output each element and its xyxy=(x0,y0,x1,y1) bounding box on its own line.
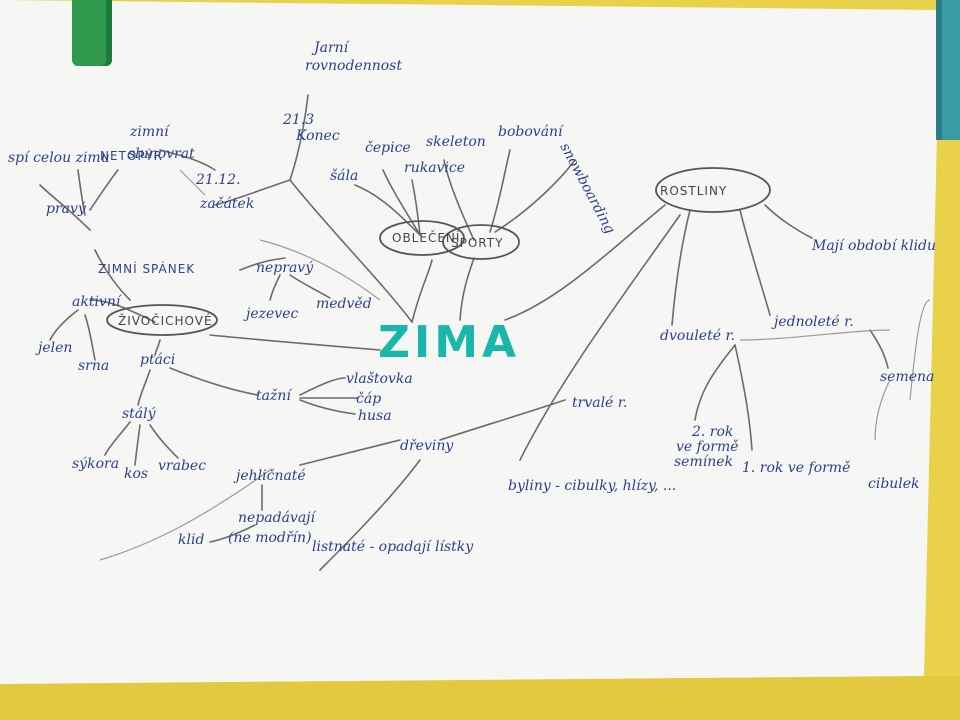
node-byliny: byliny - cibulky, hlízy, ... xyxy=(508,478,676,494)
node-date-end: 21.3 xyxy=(282,112,314,128)
node-konec: Konec xyxy=(295,128,340,144)
node-cepice: čepice xyxy=(365,140,411,156)
node-jelen: jelen xyxy=(35,340,72,356)
node-nemodrin: (ne modřín) xyxy=(228,530,312,546)
node-spi-celou-zimu: spí celou zimu xyxy=(8,150,110,166)
node-skeleton: skeleton xyxy=(426,134,486,150)
center-node-zima: ZIMA xyxy=(378,317,520,368)
node-oval-obleceni xyxy=(379,220,465,256)
node-dvoulete: dvouleté r. xyxy=(660,328,735,344)
node-aktivni: aktivní xyxy=(72,294,122,310)
node-obleceni: OBLEČENÍ xyxy=(392,230,460,245)
node-nepadavaji: nepadávají xyxy=(238,510,317,526)
node-oval-sporty xyxy=(442,224,520,260)
node-sala: šála xyxy=(330,168,358,184)
node-semena: semena xyxy=(880,369,934,385)
node-maji-obdobi-klidu: Mají období klidu xyxy=(811,238,936,254)
node-dreviny: dřeviny xyxy=(400,438,454,454)
node-netopyr: NETOPÝR xyxy=(100,148,163,163)
node-tazni: tažní xyxy=(256,387,292,404)
node-klid: klid xyxy=(178,532,204,548)
node-cap: čáp xyxy=(356,391,381,407)
paper-sheet xyxy=(0,0,940,684)
node-rok2-line2: ve formě xyxy=(676,439,739,455)
node-sporty: SPORTY xyxy=(451,236,503,250)
node-rok2-line1: 2. rok xyxy=(691,424,733,440)
node-nepravy: nepravý xyxy=(256,259,314,276)
node-jednolete: jednoleté r. xyxy=(771,314,854,330)
teal-clothespin xyxy=(936,0,960,140)
node-husa: husa xyxy=(358,408,392,424)
node-vlastovka: vlaštovka xyxy=(346,371,413,387)
node-jezevec: jezevec xyxy=(243,306,298,322)
node-listnate: listnaté - opadají lístky xyxy=(312,539,474,555)
node-ptaci: ptáci xyxy=(140,352,175,368)
connector-lines xyxy=(39,94,931,571)
node-zivocichove: ŽIVOČICHOVÉ xyxy=(118,313,213,328)
green-clothespin xyxy=(72,0,112,66)
node-zimni-spanek: ZIMNÍ SPÁNEK xyxy=(98,261,195,276)
node-rok1: 1. rok ve formě xyxy=(742,460,850,476)
node-jehlicnate: jehličnaté xyxy=(233,468,306,484)
node-sykora: sýkora xyxy=(72,455,119,472)
node-slunovrat: slunovrat xyxy=(128,146,195,162)
node-jarni: Jarní xyxy=(311,40,350,56)
node-staly: stálý xyxy=(122,405,157,422)
node-bobovani: bobování xyxy=(498,124,564,140)
node-rukavice: rukavice xyxy=(404,160,465,176)
node-date-start: 21.12. xyxy=(195,172,241,188)
node-srna: srna xyxy=(78,358,109,374)
node-vrabec: vrabec xyxy=(158,458,206,474)
wall-background xyxy=(0,676,960,720)
node-oval-zivocichove xyxy=(106,304,218,336)
node-medved: medvěd xyxy=(316,296,372,312)
node-zacatek: začátek xyxy=(199,196,254,212)
node-cibulek: cibulek xyxy=(868,476,920,492)
node-rovnodennost: rovnodennost xyxy=(305,58,402,74)
node-oval-rostliny xyxy=(655,167,771,213)
node-rostliny: ROSTLINY xyxy=(660,184,727,198)
node-pravy: pravý xyxy=(46,200,87,217)
node-rok2-line3: semínek xyxy=(674,454,733,470)
node-kos: kos xyxy=(124,466,148,482)
node-zimni: zimní xyxy=(129,124,170,140)
node-trvale: trvalé r. xyxy=(572,395,627,411)
